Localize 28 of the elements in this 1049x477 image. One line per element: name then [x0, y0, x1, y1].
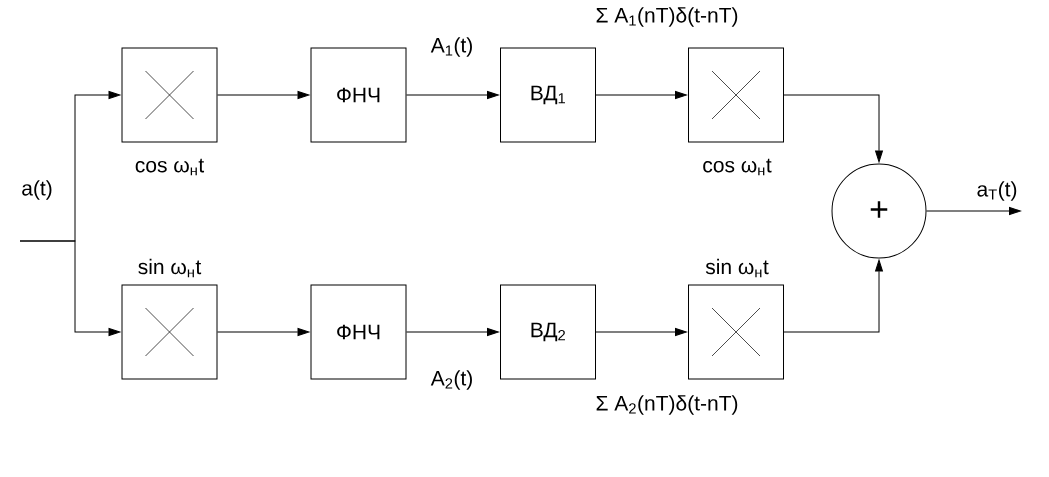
multiplier-box — [121, 47, 218, 143]
arrow — [19, 240, 121, 336]
block-box: ФНЧ — [310, 47, 407, 143]
arrow — [783, 259, 883, 333]
signal-label: sin ω$_{н}$t — [138, 258, 202, 278]
signal-label: cos ω$_{н}$t — [135, 158, 205, 176]
multiplier-box — [688, 47, 784, 143]
arrow — [926, 207, 1021, 215]
block-box: ФНЧ — [310, 284, 407, 380]
edge-label: A$_{2}$(t) — [429, 369, 475, 391]
arrow — [406, 91, 499, 99]
arrow — [783, 94, 883, 163]
edge-label: a$_{T}$(t) — [975, 180, 1019, 202]
edge-label: Σ A$_{1}$(nT)δ(t-nT) — [594, 6, 740, 28]
multiplier-box — [121, 284, 218, 380]
signal-label: cos ω$_{н}$t — [703, 158, 772, 176]
multiplier-box — [688, 284, 784, 380]
signal-label: a(t) — [22, 180, 52, 200]
arrow — [595, 328, 687, 336]
arrow — [217, 91, 310, 99]
block-box: ВД$_{2}$ — [500, 284, 596, 380]
arrow — [595, 91, 687, 99]
arrow — [406, 328, 499, 336]
block-box: ВД$_{1}$ — [500, 47, 596, 143]
arrow — [217, 328, 310, 336]
edge-label: A$_{1}$(t) — [429, 36, 475, 58]
edge-label: Σ A$_{2}$(nT)δ(t-nT) — [594, 394, 740, 416]
signal-label: sin ω$_{н}$t — [705, 258, 769, 278]
